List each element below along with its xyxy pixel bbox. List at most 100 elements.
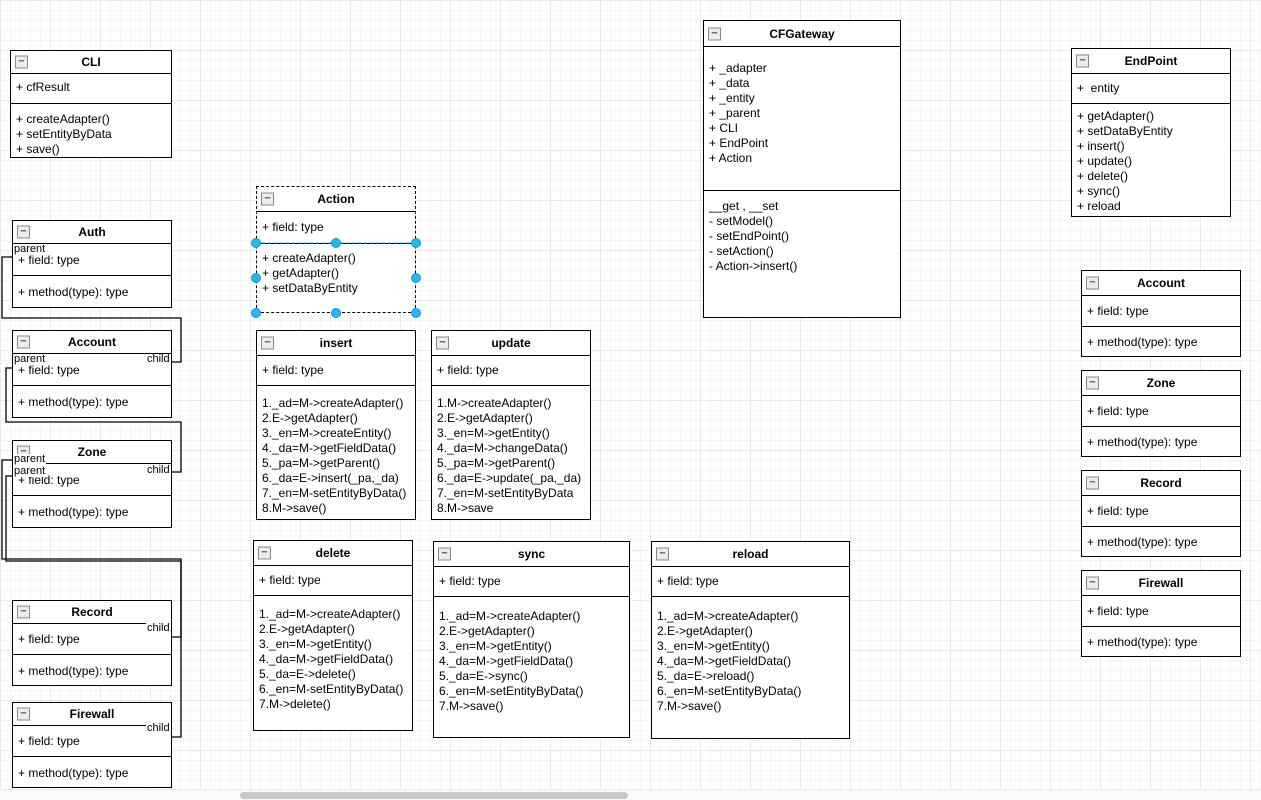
attributes-section[interactable]: + field: type xyxy=(257,356,415,386)
edge-label-child[interactable]: child xyxy=(146,464,171,476)
class-title-bar[interactable]: −Action xyxy=(257,187,415,212)
collapse-minus-icon[interactable]: − xyxy=(1086,476,1099,490)
class-account-left[interactable]: −Account+ field: type+ method(type): typ… xyxy=(12,330,172,418)
collapse-minus-icon[interactable]: − xyxy=(17,605,30,619)
class-endpoint[interactable]: −EndPoint+ entity+ getAdapter()+ setData… xyxy=(1071,48,1231,217)
selection-handle[interactable] xyxy=(251,238,261,248)
edge-connector-zone-record[interactable] xyxy=(1,459,182,638)
methods-section[interactable]: 1._ad=M->createAdapter()2.E->getAdapter(… xyxy=(434,597,629,737)
class-title-bar[interactable]: −CFGateway xyxy=(704,21,900,47)
collapse-minus-icon[interactable]: − xyxy=(15,55,28,69)
attributes-section[interactable]: + field: type xyxy=(1082,496,1240,527)
methods-section[interactable]: + getAdapter()+ setDataByEntity+ insert(… xyxy=(1072,104,1230,216)
methods-section[interactable]: + method(type): type xyxy=(1082,427,1240,456)
class-cfgateway[interactable]: −CFGateway+ _adapter+ _data+ _entity+ _p… xyxy=(703,20,901,318)
class-record-right[interactable]: −Record+ field: type+ method(type): type xyxy=(1081,470,1241,557)
class-title-bar[interactable]: −Account xyxy=(13,331,171,354)
attributes-section[interactable]: + field: type xyxy=(13,354,171,386)
class-zone-right[interactable]: −Zone+ field: type+ method(type): type xyxy=(1081,370,1241,457)
attributes-section[interactable]: + field: type xyxy=(1082,396,1240,427)
class-title-bar[interactable]: −sync xyxy=(434,542,629,567)
selection-handle[interactable] xyxy=(331,308,341,318)
methods-section[interactable]: + createAdapter()+ setEntityByData+ save… xyxy=(11,104,171,157)
class-action[interactable]: −Action+ field: type+ createAdapter()+ g… xyxy=(256,186,416,313)
class-title-bar[interactable]: −Firewall xyxy=(13,703,171,726)
class-title-bar[interactable]: −reload xyxy=(652,542,849,567)
selection-handle[interactable] xyxy=(251,308,261,318)
attributes-section[interactable]: + field: type xyxy=(13,624,171,655)
methods-section[interactable]: __get , __set- setModel()- setEndPoint()… xyxy=(704,191,900,317)
collapse-minus-icon[interactable]: − xyxy=(1086,376,1099,390)
edge-connector-auth-account[interactable] xyxy=(1,256,182,363)
selection-handle[interactable] xyxy=(411,273,421,283)
collapse-minus-icon[interactable]: − xyxy=(17,707,30,721)
selection-handle[interactable] xyxy=(331,238,341,248)
attributes-section[interactable]: + field: type xyxy=(13,464,171,496)
methods-section[interactable]: + createAdapter()+ getAdapter()+ setData… xyxy=(257,244,415,312)
class-auth[interactable]: −Auth+ field: type+ method(type): type xyxy=(12,220,172,308)
class-firewall-right[interactable]: −Firewall+ field: type+ method(type): ty… xyxy=(1081,570,1241,657)
class-title-bar[interactable]: −Record xyxy=(1082,471,1240,496)
selection-handle[interactable] xyxy=(411,308,421,318)
attributes-section[interactable]: + field: type xyxy=(1082,296,1240,327)
selection-handle[interactable] xyxy=(251,273,261,283)
methods-section[interactable]: + method(type): type xyxy=(1082,627,1240,656)
class-title-bar[interactable]: −delete xyxy=(254,541,412,566)
class-title-bar[interactable]: −EndPoint xyxy=(1072,49,1230,74)
collapse-minus-icon[interactable]: − xyxy=(436,336,449,350)
class-title-bar[interactable]: −Zone xyxy=(13,441,171,464)
class-record-left[interactable]: −Record+ field: type+ method(type): type xyxy=(12,600,172,686)
attributes-section[interactable]: + entity xyxy=(1072,74,1230,104)
edge-label-parent[interactable]: parent xyxy=(13,453,47,465)
collapse-minus-icon[interactable]: − xyxy=(1086,576,1099,590)
collapse-minus-icon[interactable]: − xyxy=(17,335,30,349)
edge-label-parent[interactable]: parent xyxy=(13,353,47,365)
collapse-minus-icon[interactable]: − xyxy=(17,225,30,239)
methods-section[interactable]: + method(type): type xyxy=(13,496,171,527)
class-title-bar[interactable]: −Record xyxy=(13,601,171,624)
collapse-minus-icon[interactable]: − xyxy=(261,336,274,350)
edge-label-child[interactable]: child xyxy=(146,353,171,365)
edge-label-parent[interactable]: parent xyxy=(13,465,47,477)
edge-label-parent[interactable]: parent xyxy=(13,243,47,255)
collapse-minus-icon[interactable]: − xyxy=(261,192,274,206)
class-title-bar[interactable]: −CLI xyxy=(11,51,171,74)
class-title-bar[interactable]: −Auth xyxy=(13,221,171,244)
attributes-section[interactable]: + field: type xyxy=(432,356,590,386)
horizontal-scrollbar-thumb[interactable] xyxy=(240,792,628,799)
horizontal-scrollbar-track[interactable] xyxy=(0,789,1261,800)
methods-section[interactable]: + method(type): type xyxy=(13,276,171,307)
attributes-section[interactable]: + _adapter+ _data+ _entity+ _parent+ CLI… xyxy=(704,47,900,191)
class-title-bar[interactable]: −Zone xyxy=(1082,371,1240,396)
methods-section[interactable]: 1._ad=M->createAdapter()2.E->getAdapter(… xyxy=(254,596,412,730)
methods-section[interactable]: + method(type): type xyxy=(1082,527,1240,556)
class-title-bar[interactable]: −Firewall xyxy=(1082,571,1240,596)
attributes-section[interactable]: + field: type xyxy=(1082,596,1240,627)
class-title-bar[interactable]: −insert xyxy=(257,331,415,356)
attributes-section[interactable]: + field: type xyxy=(434,567,629,597)
collapse-minus-icon[interactable]: − xyxy=(656,547,669,561)
class-account-right[interactable]: −Account+ field: type+ method(type): typ… xyxy=(1081,270,1241,357)
collapse-minus-icon[interactable]: − xyxy=(708,27,721,40)
edge-connector-zone-firewall[interactable] xyxy=(5,475,182,738)
collapse-minus-icon[interactable]: − xyxy=(258,546,271,560)
attributes-section[interactable]: + cfResult xyxy=(11,74,171,104)
methods-section[interactable]: + method(type): type xyxy=(13,757,171,787)
attributes-section[interactable]: + field: type xyxy=(13,726,171,757)
attributes-section[interactable]: + field: type xyxy=(254,566,412,596)
class-cli[interactable]: −CLI+ cfResult+ createAdapter()+ setEnti… xyxy=(10,50,172,158)
attributes-section[interactable]: + field: type xyxy=(13,244,171,276)
methods-section[interactable]: + method(type): type xyxy=(13,386,171,417)
edge-connector-account-zone[interactable] xyxy=(5,367,182,473)
class-title-bar[interactable]: −update xyxy=(432,331,590,356)
selection-handle[interactable] xyxy=(411,238,421,248)
methods-section[interactable]: 1._ad=M->createAdapter()2.E->getAdapter(… xyxy=(652,597,849,738)
methods-section[interactable]: 1._ad=M->createAdapter()2.E->getAdapter(… xyxy=(257,386,415,519)
edge-label-child[interactable]: child xyxy=(146,622,171,634)
methods-section[interactable]: + method(type): type xyxy=(1082,327,1240,356)
